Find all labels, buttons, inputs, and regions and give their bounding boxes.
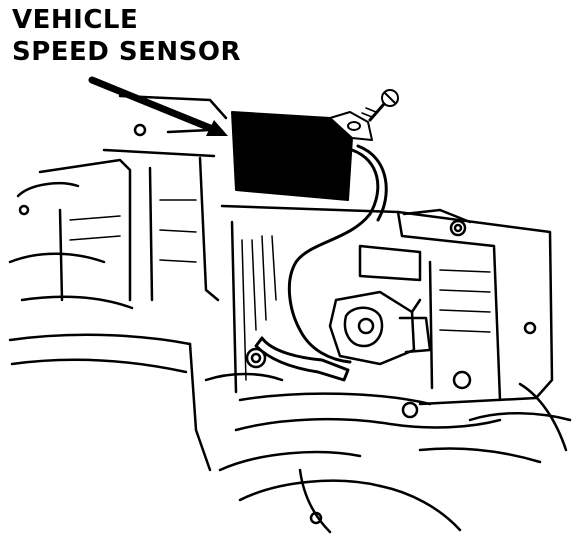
speed-sensor-body [231,111,373,201]
callout-line-2: SPEED SENSOR [12,37,242,67]
detail-hatching [69,199,491,381]
callout-label: VEHICLE SPEED SENSOR [12,4,241,68]
frame-structure [8,94,228,310]
harness-connector [328,290,432,366]
mounting-bracket [220,204,554,406]
callout-line-1: VEHICLE [12,5,139,35]
leader-arrow [88,76,228,136]
lower-housing [8,333,572,534]
mounting-screw [361,89,399,122]
